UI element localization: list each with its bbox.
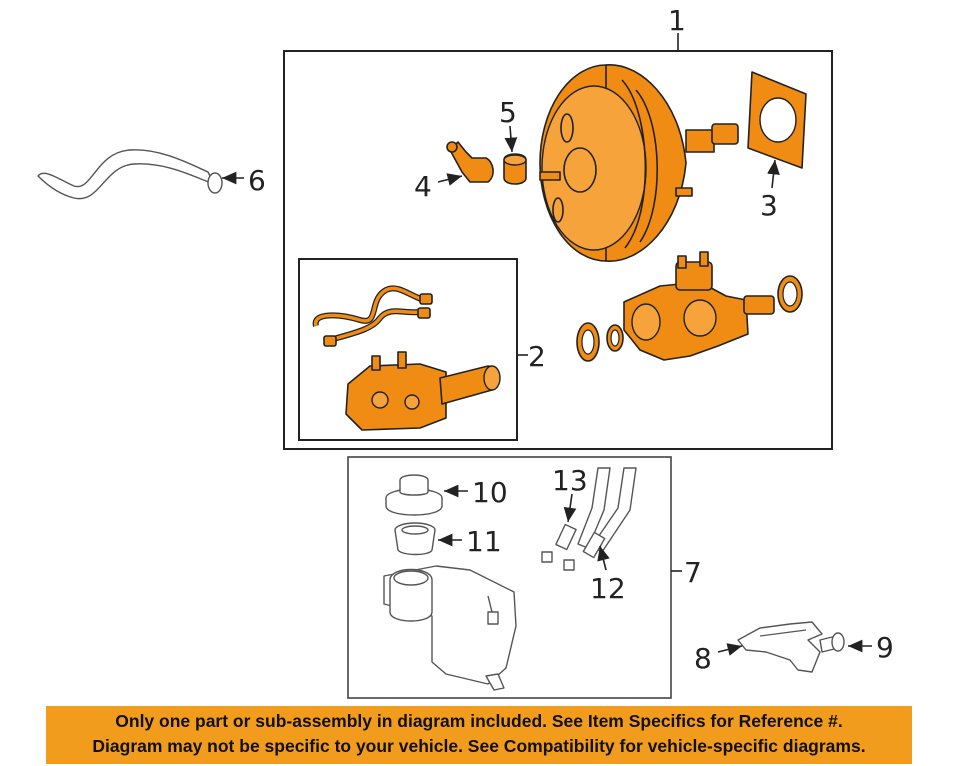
- bolt: [819, 632, 845, 653]
- disclaimer-banner: Only one part or sub-assembly in diagram…: [46, 706, 912, 764]
- master-cylinder-assembly: [345, 351, 501, 431]
- brake-booster: [539, 64, 739, 262]
- callout-8-leader: [717, 643, 743, 656]
- callout-9: 9: [876, 631, 894, 664]
- reservoir-frame: [347, 456, 672, 699]
- callout-1: 1: [668, 4, 686, 37]
- brake-tubes: [312, 285, 433, 347]
- reservoir-cap: [385, 474, 443, 516]
- callout-7: 7: [684, 556, 702, 589]
- gasket: [747, 71, 807, 169]
- callout-2: 2: [528, 340, 546, 373]
- check-valve: [446, 141, 494, 183]
- disclaimer-line-2: Diagram may not be specific to your vehi…: [92, 736, 866, 756]
- master-cylinder-frame: [298, 258, 518, 441]
- callout-13: 13: [552, 464, 588, 497]
- callout-5-leader: [504, 125, 518, 153]
- grommet: [503, 153, 527, 185]
- callout-4: 4: [414, 170, 432, 203]
- callout-3-leader: [767, 159, 780, 189]
- reservoir-tank: [383, 565, 517, 691]
- seal-ring-right: [777, 275, 803, 313]
- callout-8: 8: [694, 642, 712, 675]
- vacuum-hose: [37, 149, 223, 200]
- callout-6: 6: [248, 164, 266, 197]
- seal-ring-left: [576, 322, 624, 362]
- master-cylinder: [623, 251, 775, 361]
- callout-10: 10: [472, 476, 508, 509]
- reservoir-bracket: [737, 621, 823, 673]
- callout-5: 5: [499, 96, 517, 129]
- main-assembly-frame: [283, 50, 833, 450]
- reservoir-hoses: [541, 467, 637, 571]
- callout-11: 11: [466, 525, 502, 558]
- callout-3: 3: [760, 189, 778, 222]
- callout-12-leader: [597, 545, 610, 571]
- callout-13-leader: [563, 493, 577, 523]
- callout-12: 12: [590, 572, 626, 605]
- callout-4-leader: [437, 173, 463, 186]
- disclaimer-line-1: Only one part or sub-assembly in diagram…: [115, 711, 843, 731]
- reservoir-strainer: [394, 522, 436, 556]
